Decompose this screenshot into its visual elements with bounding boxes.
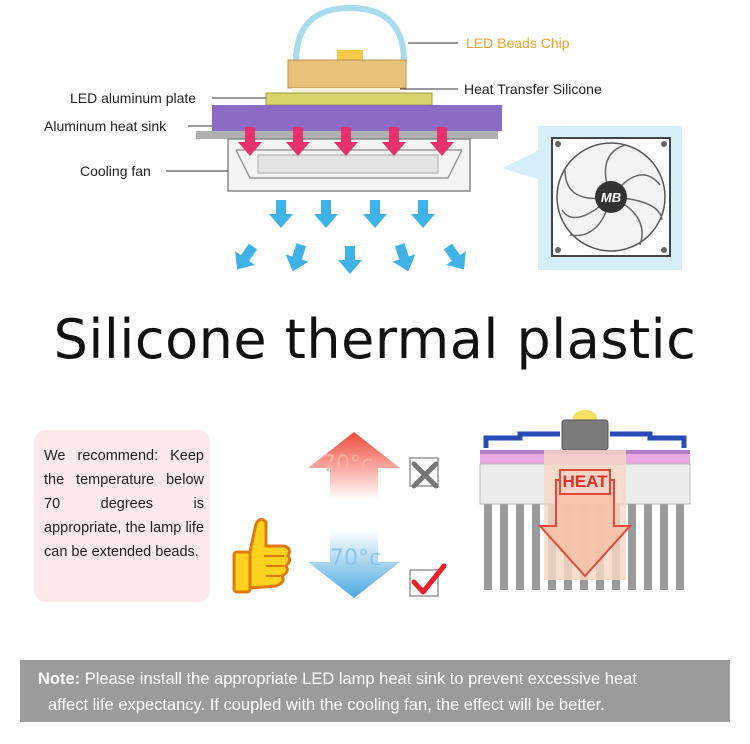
heat-down-arrow <box>537 479 633 578</box>
fan-inset <box>538 126 682 270</box>
led-aluminum-plate-label: LED aluminum plate <box>70 90 197 106</box>
cool-temperature-label: 70°c <box>330 546 382 571</box>
led-beads-chip-label: LED Beads Chip <box>466 35 570 51</box>
page-title: Silicone thermal plastic <box>53 308 697 371</box>
heat-flow-arrows <box>238 127 454 156</box>
note-prefix: Note: <box>38 670 81 688</box>
aluminum-heat-sink <box>212 105 502 131</box>
note-line-1: Note: Please install the appropriate LED… <box>38 670 637 688</box>
cool-temperature-arrow <box>308 530 400 598</box>
airflow-arrows <box>235 200 466 274</box>
hot-temperature-label: 70°c <box>322 452 374 477</box>
recommendation-text: We recommend: Keep the temperature below… <box>44 448 204 560</box>
thumbs-up-icon <box>232 517 292 594</box>
check-mark-icon <box>409 563 447 597</box>
heat-transfer-silicone-label: Heat Transfer Silicone <box>464 81 602 97</box>
led-chip-top <box>337 50 363 60</box>
fan-callout <box>502 150 540 180</box>
heat-label: HEAT <box>562 472 608 491</box>
hot-temperature-arrow <box>308 432 400 500</box>
note-banner: Note: Please install the appropriate LED… <box>20 660 730 722</box>
circuit-traces <box>483 431 687 448</box>
heat-sink-illustration <box>479 410 691 590</box>
led-chip <box>561 419 609 451</box>
cross-mark-icon <box>409 457 439 489</box>
aluminum-heat-sink-label: Aluminum heat sink <box>44 118 167 134</box>
recommendation-box: We recommend: Keep the temperature below… <box>34 430 210 602</box>
led-chip-body <box>287 59 407 89</box>
note-line-1-text: Please install the appropriate LED lamp … <box>80 670 637 688</box>
led-dome <box>293 4 407 63</box>
note-line-2: affect life expectancy. If coupled with … <box>48 696 605 714</box>
heat-transfer-silicone-layer <box>292 88 400 93</box>
cooling-fan-label: Cooling fan <box>80 163 151 179</box>
led-cooling-diagram: MB <box>166 4 682 274</box>
led-aluminum-plate <box>265 92 433 106</box>
fan-logo: MB <box>601 190 621 205</box>
